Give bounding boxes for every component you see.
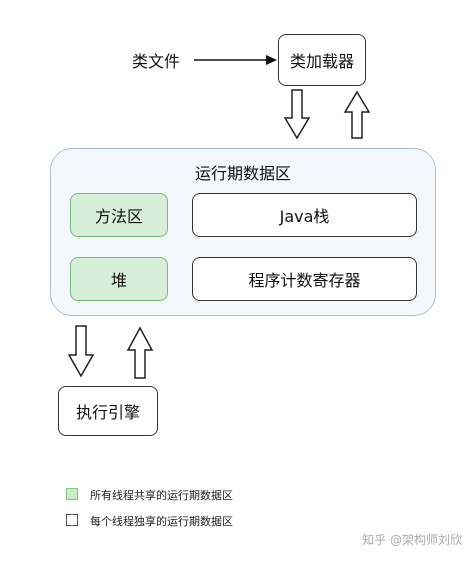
program-counter-label: 程序计数寄存器: [248, 271, 361, 290]
legend-shared-swatch: [66, 488, 78, 500]
heap-label: 堆: [110, 271, 127, 290]
heap-box[interactable]: 堆: [70, 257, 168, 301]
class-file-to-loader-arrow: [194, 55, 277, 65]
class-file-label: 类文件: [132, 52, 181, 71]
runtime-data-area-title: 运行期数据区: [194, 164, 291, 183]
legend-shared-label: 所有线程共享的运行期数据区: [90, 489, 233, 502]
legend-private-swatch: [66, 514, 78, 526]
execution-engine-box[interactable]: 执行引擎: [58, 386, 158, 436]
legend-private-label: 每个线程独享的运行期数据区: [90, 515, 233, 528]
java-stack-label: Java栈: [279, 207, 330, 226]
program-counter-box[interactable]: 程序计数寄存器: [192, 257, 417, 301]
method-area-label: 方法区: [94, 207, 143, 226]
method-area-box[interactable]: 方法区: [70, 193, 168, 237]
class-loader-label: 类加载器: [289, 52, 354, 71]
watermark: 知乎 @架构师刘欣: [362, 533, 462, 547]
class-loader-box[interactable]: 类加载器: [278, 34, 366, 86]
execution-engine-label: 执行引擎: [75, 403, 140, 422]
loader-down-arrow: [283, 89, 311, 140]
loader-up-arrow: [343, 90, 371, 139]
java-stack-box[interactable]: Java栈: [192, 193, 417, 237]
engine-up-arrow: [126, 326, 154, 379]
engine-down-arrow: [67, 325, 95, 378]
